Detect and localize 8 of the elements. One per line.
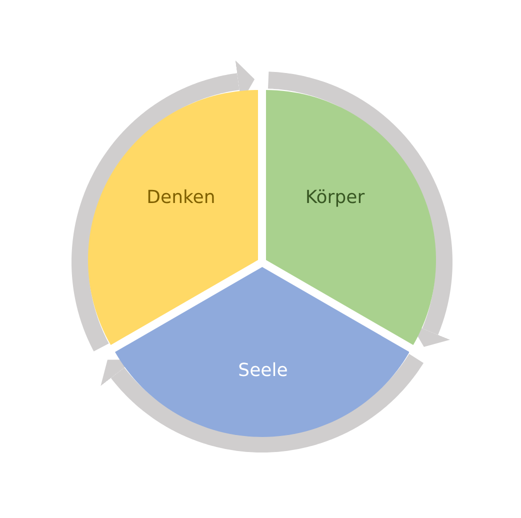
pie-sector [114,267,410,437]
cycle-arrow [100,352,424,452]
pie-sector [266,90,436,344]
cycle-arrow [72,60,255,354]
pie-sector [88,90,258,344]
sector-label: Denken [146,187,216,209]
sector-label: Körper [305,187,365,209]
sector-label: Seele [238,360,288,382]
